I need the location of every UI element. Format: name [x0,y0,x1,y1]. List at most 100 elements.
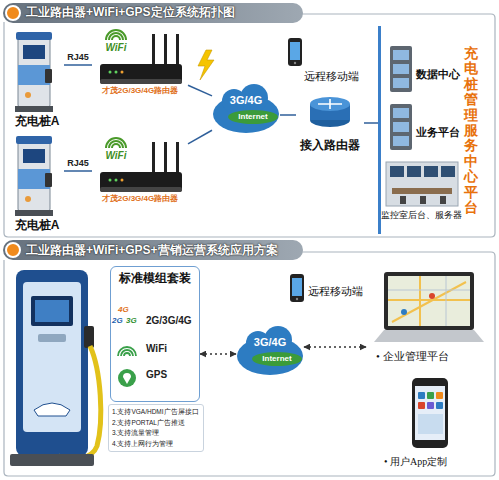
icon-label: 3G [126,316,137,326]
wifi-arc [106,30,126,40]
chair [440,196,446,204]
node-text: 充电桩A [10,114,64,128]
router-top [310,97,350,111]
laptop-base [374,330,484,342]
monitor-room: 监控室后台、服务器 [380,160,462,226]
room [386,162,458,206]
map-marker [401,309,407,315]
connector [200,353,236,354]
edge-label: RJ45 [67,158,89,169]
icon-label: 4G [118,305,129,315]
connector [188,85,212,96]
charging-pile-large [10,270,101,466]
laptop-lid [384,272,474,330]
wifi-arc [106,138,126,148]
app-icon [418,392,425,399]
router: WiFi 才茂2G/3G/4G路由器 [92,28,188,100]
node-text: WiFi [146,343,196,355]
chair [420,196,426,204]
wifi-arc [121,350,133,356]
app-icon [436,402,443,409]
pile-housing [16,270,88,456]
node-text: 业务平台 [416,126,462,139]
app-icon [427,392,434,399]
map-streets [388,276,470,326]
node-text: • 企业管理平台 [376,350,486,363]
app-phone-picture [412,378,448,448]
server: 业务平台 [386,102,462,154]
node-text: 监控室后台、服务器 [380,210,462,221]
wifi-logo [106,138,126,148]
user-app: • 用户App定制 [380,376,480,472]
connector [304,346,366,347]
pile-card-slot [38,334,66,342]
pile-panel [23,282,81,432]
node-text: 数据中心 [416,68,462,81]
module-box: 标准模组套装2G/3G/4GWiFiGPS [110,266,200,402]
charging-pile [15,136,53,216]
connector [64,170,92,172]
server-icon [390,46,412,92]
node-text: GPS [146,369,196,381]
node-text: 3G/4G [236,336,304,349]
node-text: 远程移动端 [304,70,366,83]
server-icon [390,104,412,150]
phone-body [412,378,448,448]
router-icon [100,142,182,192]
charging-pile: 充电桩A [10,134,64,234]
charging-pile: 充电桩A [10,30,64,130]
gps-icon [118,369,136,387]
app-icon [427,402,434,409]
router: WiFi才茂2G/3G/4G路由器 [92,136,188,206]
wifi-icon [118,347,136,356]
node-text: 标准模组套装 [113,271,197,285]
platform-band: 充电桩管理服务中心平台数据中心业务平台监控室后台、服务器 [378,26,495,234]
screen [424,166,438,177]
connector [364,122,378,124]
wifi-arc [109,141,123,148]
cloud-icon [213,84,279,133]
desk [392,188,452,194]
phone-icon [290,274,304,302]
heading-band [3,3,303,23]
charging-cable [58,346,101,459]
connector [280,114,296,116]
plug-holster [84,326,94,348]
node-text: 3G/4G [212,94,280,107]
router-icon [100,34,182,84]
node-text: 4.支持上网行为管理 [112,440,202,448]
wifi-arc [112,36,120,40]
node-text: Internet [253,354,301,364]
node-text: 充电桩A [10,218,64,232]
chair [400,196,406,204]
node-text: WiFi [96,42,136,54]
app-icon [436,392,443,399]
feature-list: 1.支持VGA/HDMI广告屏接口2.支持PORTAL广告推送3.支持流量管理4… [108,404,204,452]
connector [64,64,92,66]
map-screen [388,276,470,326]
node-text: Internet [229,112,277,122]
node-text: 工业路由器+WiFi+GPS定位系统拓扑图 [26,5,296,19]
panel-outline [4,252,495,476]
node-text: 工业路由器+WiFi+GPS+营销运营系统应用方案 [26,243,306,257]
enterprise-platform: • 企业管理平台 [366,268,490,368]
monitor-room-picture [386,162,458,206]
node-text: 才茂2G/3G/4G路由器 [92,194,188,204]
cloud-icon [237,326,303,375]
wifi-arc [118,347,136,356]
map-marker [429,293,435,299]
pile-screen [31,296,73,326]
screen [441,166,455,177]
pile-display [35,300,69,322]
map-roads [388,276,470,326]
screen [407,166,421,177]
panel-outline [4,14,495,237]
gps-disc [118,369,136,387]
node-text: 接入路由器 [296,138,364,152]
node-text: 才茂2G/3G/4G路由器 [92,86,188,96]
wifi-arc [124,353,130,356]
connector [188,130,212,144]
